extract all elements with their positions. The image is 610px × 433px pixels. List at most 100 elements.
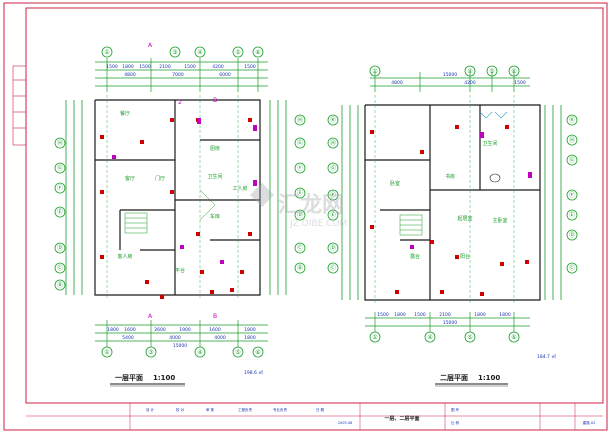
dimension-text: 4200 (212, 64, 224, 70)
dimension-text: 15000 (443, 72, 457, 78)
bottom-axis-bubbles (101, 346, 264, 358)
dimension-text: 5400 (122, 335, 134, 341)
top-axis-label: ④ (197, 49, 202, 56)
bottom-axis-label: ⑥ (511, 334, 516, 341)
left-axis-label: Ⓕ (57, 184, 63, 192)
top-axis-bubbles (101, 46, 264, 58)
top-axis-label: ① (104, 49, 109, 56)
dimension-text: 2100 (159, 64, 171, 70)
left-axis-bubbles (54, 100, 83, 295)
drawing-number: 建施-02 (583, 420, 596, 425)
left-axis-label: Ⓗ (57, 139, 63, 147)
left-axis-label: Ⓒ (57, 264, 63, 272)
left-axis-label: Ⓗ (330, 139, 336, 147)
left-axis-label: Ⓖ (330, 164, 336, 172)
top-dimension-lines (95, 58, 268, 92)
svg-text:汇龙网: 汇龙网 (278, 193, 344, 218)
top-dimension-lines (370, 72, 530, 92)
fixtures (112, 118, 257, 264)
top-axis-label: ⑤ (489, 68, 494, 75)
section-mark: A (148, 313, 153, 320)
bottom-dimension-lines (365, 312, 530, 332)
dimension-text: 1500 (414, 312, 426, 318)
dimension-text: 4200 (464, 80, 476, 86)
room-label: 工人房 (232, 185, 247, 192)
top-axis-label: ⑥ (511, 68, 516, 75)
right-axis-label: Ⓕ (297, 164, 303, 172)
left-axis-label: Ⓔ (57, 208, 63, 216)
dimension-text: 2100 (439, 312, 451, 318)
right-axis-label: Ⓗ (297, 116, 303, 124)
right-axis-bubbles (269, 100, 306, 295)
title-block-date: 2003.06 (338, 421, 352, 425)
stair-symbol (399, 214, 423, 236)
dimension-text: 1800 (394, 312, 406, 318)
dimension-text: 2600 (154, 327, 166, 333)
second-floor-plan: ① ④ ⑤ ⑥ 4800 4200 1500 15000 Ⓚ Ⓗ Ⓖ (327, 65, 578, 387)
right-axis-label: Ⓒ (297, 244, 303, 252)
right-axis-label: Ⓔ (569, 211, 575, 219)
top-axis-label: ③ (172, 49, 177, 56)
bottom-axis-label: ⑤ (235, 349, 240, 356)
dimension-text: 1800 (499, 312, 511, 318)
title-block: 设 计 校 对 审 核 工程负责 专业负责 日 期 2003.06 图 号 比 … (26, 402, 603, 430)
room-label: 卫生间 (207, 173, 222, 180)
top-axis-bubbles (369, 65, 520, 77)
section-mark: B (213, 313, 217, 320)
watermark: 汇龙网 JZ.OIBE.COM (250, 183, 347, 229)
left-axis-label: Ⓖ (57, 164, 63, 172)
dimension-text: 1500 (139, 64, 151, 70)
dimension-text: 1500 (377, 312, 389, 318)
fixtures (410, 132, 532, 249)
dimension-text: 1800 (244, 335, 256, 341)
top-axis-label: ④ (467, 68, 472, 75)
room-label: 起居室 (457, 215, 472, 222)
room-label: 门厅 (155, 175, 165, 182)
bottom-axis-label: ① (104, 349, 109, 356)
left-axis-label: Ⓚ (330, 116, 336, 124)
bottom-axis-label: ⑥ (255, 349, 260, 356)
plan-area: 184.7 ㎡ (537, 353, 556, 360)
dimension-text: 6000 (219, 72, 231, 78)
dimension-text: 1800 (122, 64, 134, 70)
room-label: 客人房 (117, 253, 132, 260)
top-axis-label: ⑥ (255, 49, 260, 56)
dimension-text: 1900 (179, 327, 191, 333)
dimension-text: 15000 (443, 320, 457, 326)
section-mark: 2 (178, 99, 182, 106)
room-label: 客厅 (125, 175, 135, 182)
title-block-label: 工程负责 (238, 407, 252, 412)
plan-title: 二层平面 (440, 373, 468, 382)
dimension-text: 1800 (244, 327, 256, 333)
axis-center-lines (374, 95, 515, 305)
plan-area: 198.6 ㎡ (244, 369, 263, 376)
left-axis-bubbles (327, 105, 359, 300)
right-axis-label: Ⓗ (569, 136, 575, 144)
second-floor-walls (364, 104, 541, 301)
room-label: 餐厅 (120, 110, 130, 117)
section-mark: B (213, 97, 217, 104)
dimension-text: 15000 (173, 343, 187, 349)
axis-bubble (232, 46, 244, 58)
bottom-axis-label: ④ (427, 334, 432, 341)
right-axis-label: Ⓖ (297, 139, 303, 147)
bottom-axis-label: ④ (197, 349, 202, 356)
dimension-text: 1600 (124, 327, 136, 333)
left-axis-label: Ⓓ (57, 244, 63, 252)
room-label: 车库 (210, 213, 220, 220)
room-label: 卫生间 (482, 140, 497, 147)
section-mark: A (148, 42, 153, 49)
dimension-text: 1500 (514, 80, 526, 86)
dimension-text: 1800 (107, 327, 119, 333)
room-label: 书房 (445, 173, 455, 180)
left-axis-label: Ⓔ (330, 211, 336, 219)
dimension-text: 4000 (214, 335, 226, 341)
dimension-text: 1800 (474, 312, 486, 318)
drawing-name: 一层、二层平面 (384, 415, 419, 422)
title-block-label: 校 对 (176, 407, 185, 412)
sanitary-fixtures (479, 111, 508, 183)
dimension-text: 7000 (172, 72, 184, 78)
left-axis-label: Ⓒ (330, 264, 336, 272)
title-block-label: 图 号 (451, 407, 460, 412)
